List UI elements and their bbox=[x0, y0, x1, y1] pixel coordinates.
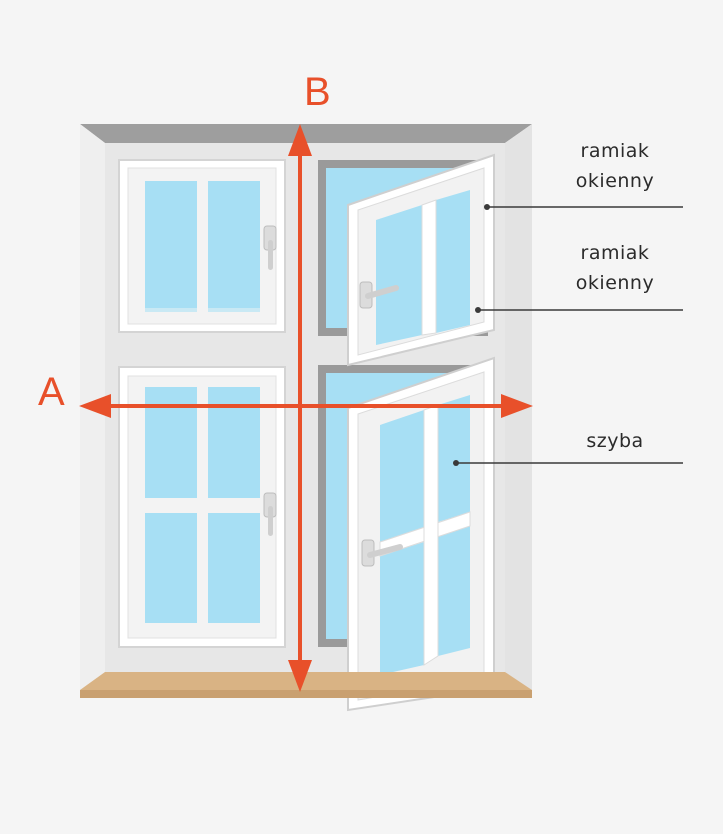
open-top-sash bbox=[347, 153, 495, 367]
leader-lines bbox=[453, 204, 683, 466]
open-bottom-sash bbox=[347, 356, 495, 712]
glass-pane bbox=[436, 190, 470, 333]
height-letter: B bbox=[304, 70, 331, 114]
width-letter: A bbox=[38, 370, 65, 414]
window-handle-icon bbox=[361, 539, 403, 567]
label-line: okienny bbox=[575, 272, 655, 294]
label-sash-top: ramiak okienny bbox=[555, 136, 675, 196]
label-line: ramiak bbox=[580, 242, 650, 264]
glass-pane bbox=[208, 513, 260, 623]
double-arrow-icon bbox=[288, 124, 312, 156]
glass-pane bbox=[438, 395, 470, 522]
window-handle-icon bbox=[263, 492, 277, 536]
glass-pane bbox=[380, 410, 424, 542]
glass-pane bbox=[208, 387, 260, 498]
glass-pane bbox=[438, 526, 470, 656]
label-line: ramiak bbox=[580, 140, 650, 162]
glass-pane bbox=[376, 205, 422, 345]
label-line: szyba bbox=[586, 430, 644, 452]
glass-pane bbox=[208, 181, 260, 312]
label-sash-bottom: ramiak okienny bbox=[555, 238, 675, 298]
label-glass: szyba bbox=[555, 426, 675, 456]
width-dimension-arrow bbox=[79, 394, 533, 418]
left-top-sash bbox=[118, 159, 286, 333]
glass-pane bbox=[380, 542, 424, 675]
glass-pane bbox=[145, 387, 197, 498]
window-handle-icon bbox=[359, 281, 399, 309]
glass-pane bbox=[145, 181, 197, 312]
label-line: okienny bbox=[575, 170, 655, 192]
window-sill bbox=[80, 672, 532, 698]
window-handle-icon bbox=[263, 225, 277, 270]
left-bottom-sash bbox=[118, 366, 286, 648]
glass-pane bbox=[145, 513, 197, 623]
